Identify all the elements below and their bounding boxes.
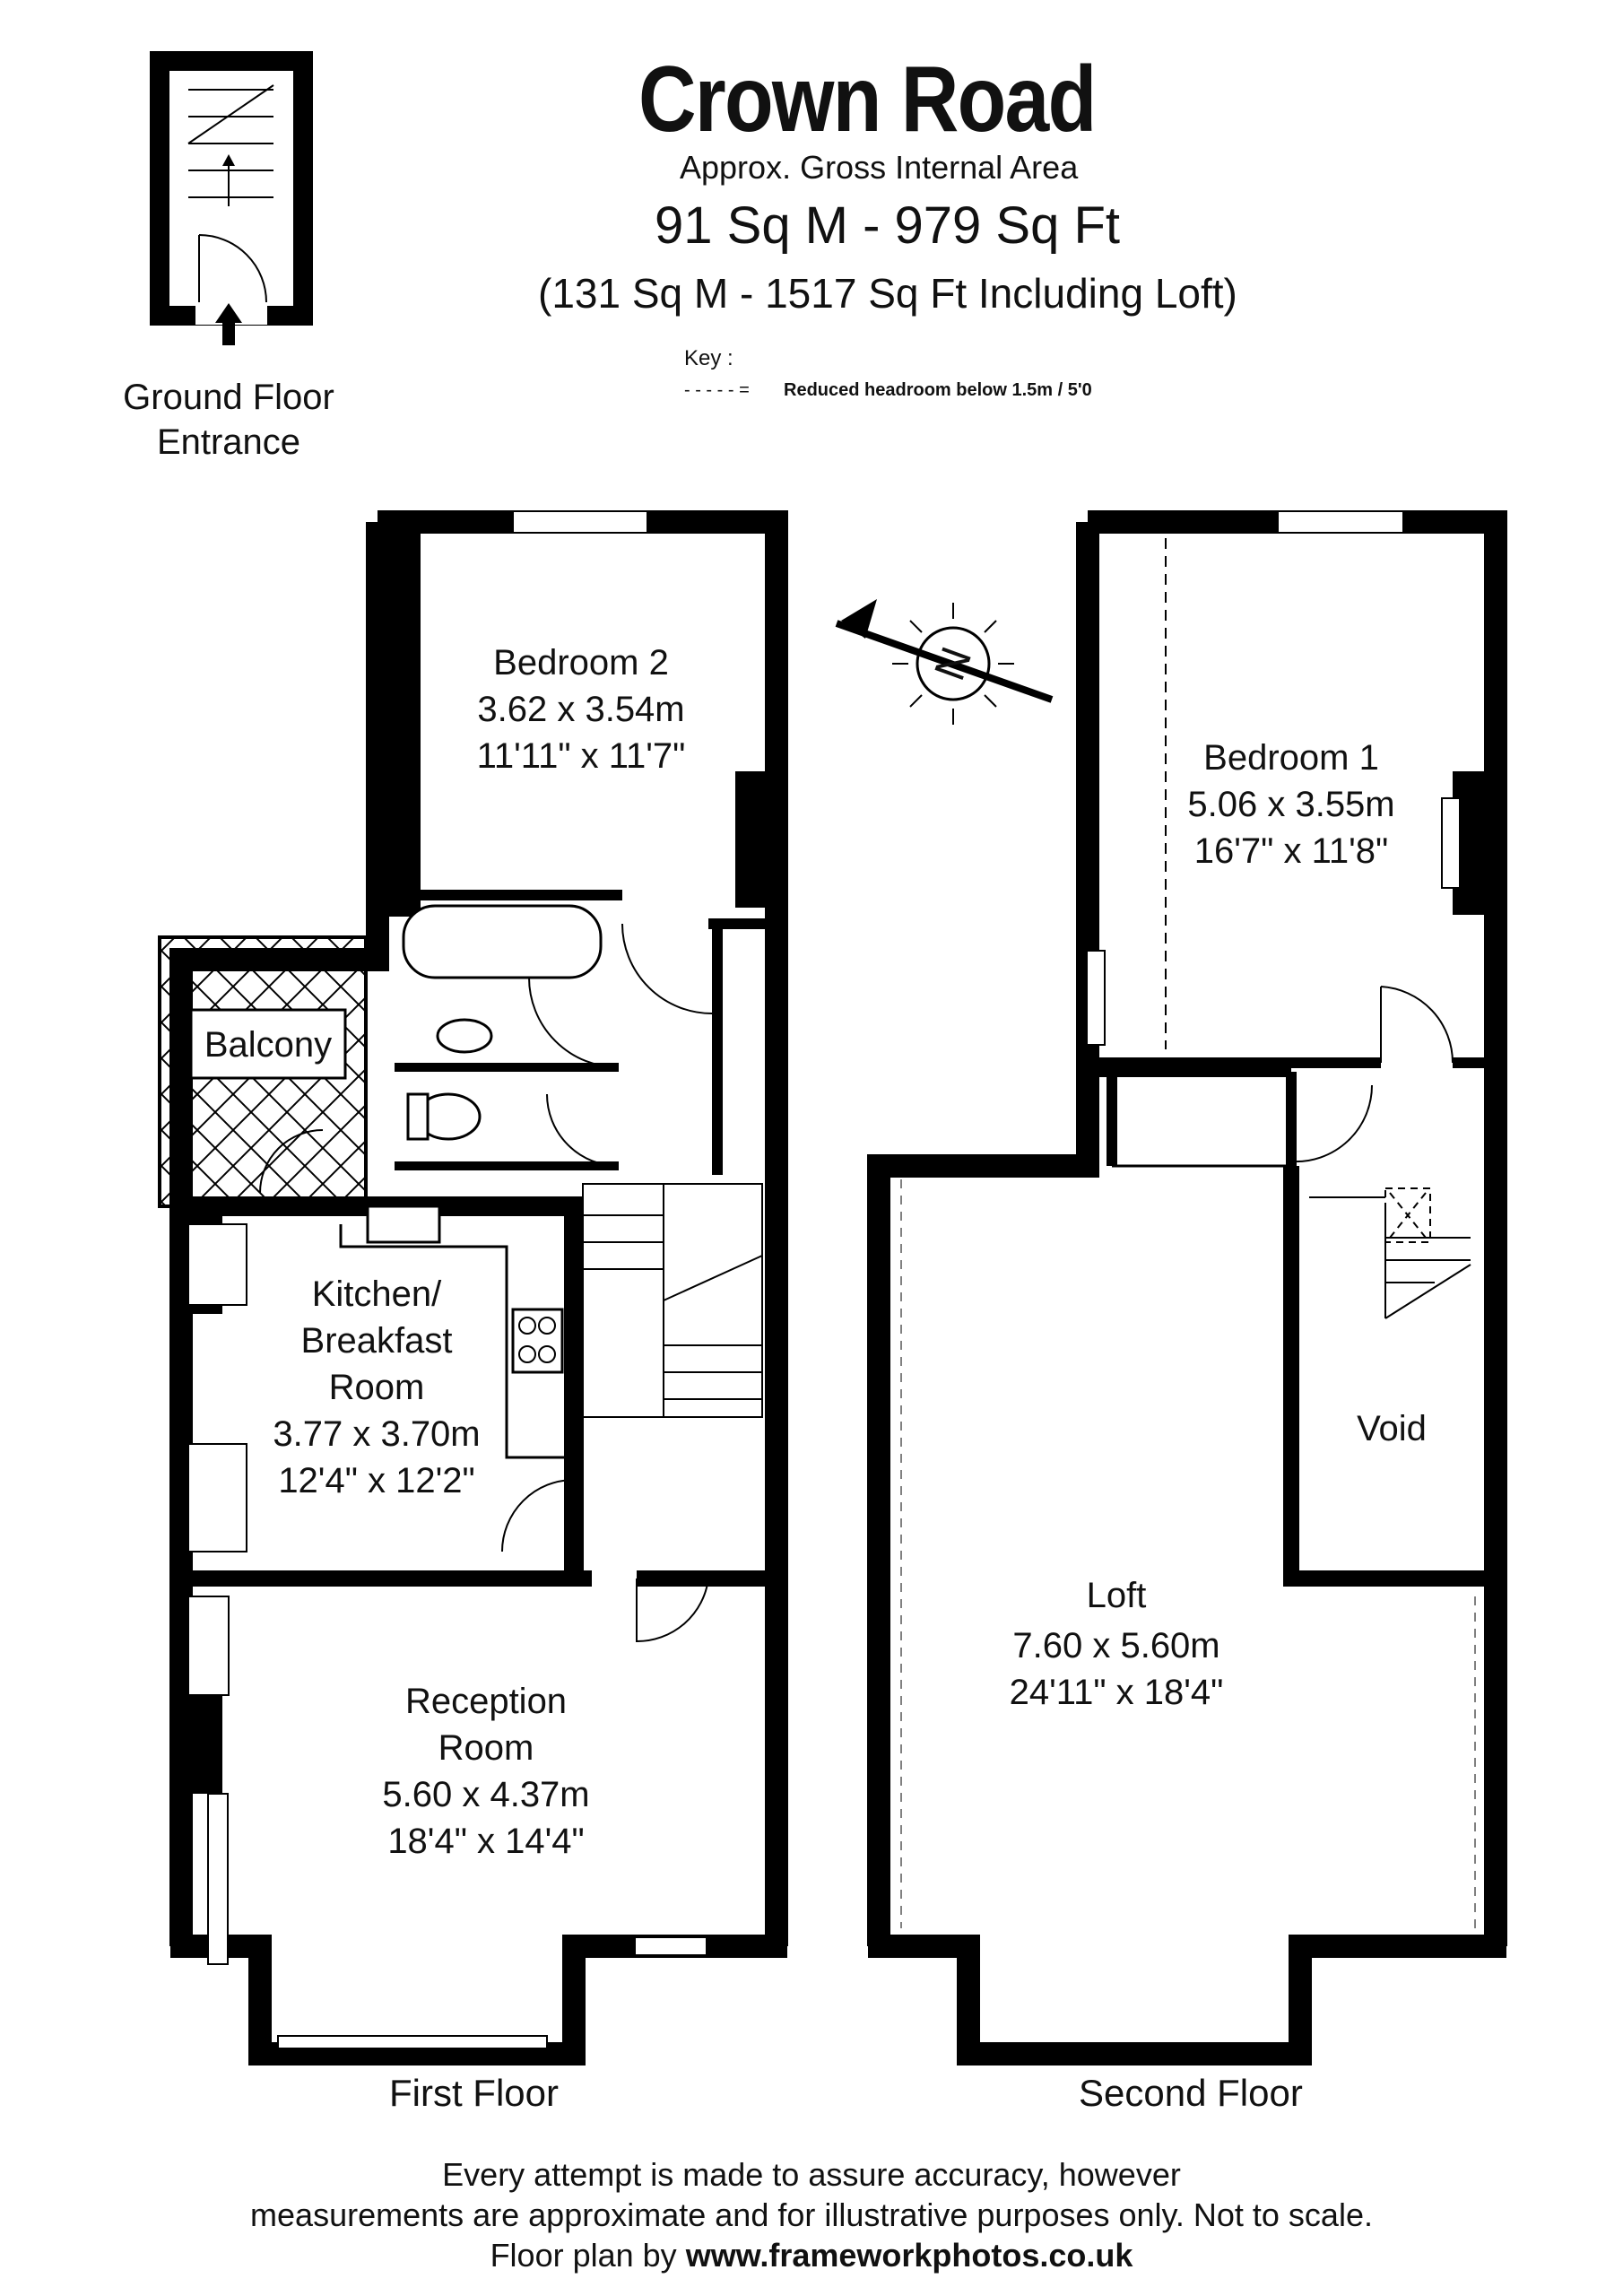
- loft-name: Loft: [1087, 1576, 1147, 1615]
- credit-url[interactable]: www.frameworkphotos.co.uk: [685, 2237, 1133, 2274]
- bedroom2-imperial: 11'11" x 11'7": [477, 736, 686, 776]
- second-floor-label: Second Floor: [1079, 2072, 1303, 2114]
- compass-icon: [835, 599, 1054, 725]
- bedroom1-metric: 5.06 x 3.55m: [1187, 785, 1394, 824]
- disclaimer-line2: measurements are approximate and for ill…: [250, 2196, 1373, 2233]
- kitchen-name-line3: Room: [329, 1368, 425, 1407]
- area-main: 91 Sq M - 979 Sq Ft: [655, 196, 1121, 255]
- void-name: Void: [1357, 1409, 1427, 1448]
- entrance-plan: [150, 51, 313, 345]
- reception-name-line2: Room: [438, 1728, 534, 1768]
- loft-metric: 7.60 x 5.60m: [1012, 1626, 1219, 1665]
- disclaimer: Every attempt is made to assure accuracy…: [0, 2154, 1623, 2275]
- entrance-label-line2: Entrance: [156, 422, 301, 462]
- bedroom1-imperial: 16'7" x 11'8": [1194, 831, 1388, 871]
- credit-prefix: Floor plan by: [490, 2237, 677, 2274]
- entrance-arrow-icon: [215, 303, 242, 345]
- entrance-label-line1: Ground Floor: [123, 378, 334, 417]
- first-floor-label: First Floor: [389, 2072, 559, 2114]
- entrance-label: Ground Floor Entrance: [103, 375, 354, 465]
- loft-imperial: 24'11" x 18'4": [1010, 1673, 1224, 1712]
- kitchen-imperial: 12'4" x 12'2": [278, 1461, 474, 1500]
- bedroom2-metric: 3.62 x 3.54m: [477, 690, 684, 729]
- reception-metric: 5.60 x 4.37m: [382, 1775, 589, 1814]
- bedroom2-name: Bedroom 2: [493, 643, 669, 683]
- area-subtitle: Approx. Gross Internal Area: [680, 149, 1079, 186]
- bedroom1-name: Bedroom 1: [1203, 738, 1379, 778]
- balcony-label: Balcony: [204, 1025, 332, 1065]
- second-floor-plan: [867, 510, 1507, 2066]
- kitchen-name-line2: Breakfast: [301, 1321, 453, 1361]
- plan-title: Crown Road: [638, 48, 1097, 152]
- compass-letter: N: [926, 641, 982, 687]
- disclaimer-line1: Every attempt is made to assure accuracy…: [442, 2156, 1181, 2193]
- kitchen-name-line1: Kitchen/: [312, 1274, 442, 1314]
- key-text: Reduced headroom below 1.5m / 5'0: [784, 380, 1092, 400]
- reception-imperial: 18'4" x 14'4": [387, 1822, 584, 1861]
- kitchen-metric: 3.77 x 3.70m: [273, 1414, 480, 1454]
- key-label: Key :: [684, 346, 733, 370]
- area-loft: (131 Sq M - 1517 Sq Ft Including Loft): [538, 270, 1237, 317]
- key-dash-line: - - - - - =: [684, 380, 750, 400]
- first-floor-plan: Balcony: [158, 510, 788, 2066]
- disclaimer-line3: Floor plan by www.frameworkphotos.co.uk: [0, 2235, 1623, 2275]
- reception-name-line1: Reception: [405, 1682, 567, 1721]
